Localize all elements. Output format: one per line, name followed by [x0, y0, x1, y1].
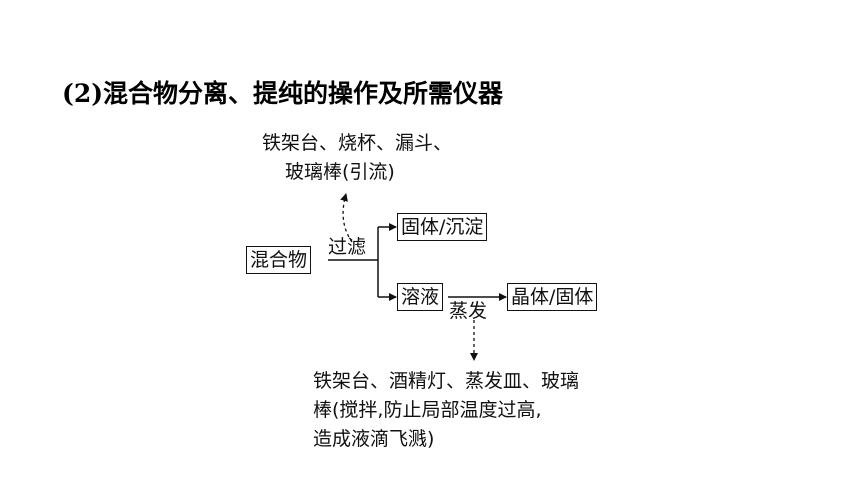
filtration-instruments-line1: 铁架台、烧杯、漏斗、 [262, 132, 453, 154]
evaporation-instruments-line3: 造成液滴飞溅) [313, 428, 435, 450]
node-solid-precipitate: 固体/沉淀 [397, 213, 488, 241]
operation-filtration-label: 过滤 [328, 236, 367, 258]
evaporation-instruments-line1: 铁架台、酒精灯、蒸发皿、玻璃 [313, 370, 580, 392]
evaporation-instruments-line2: 棒(搅拌,防止局部温度过高, [313, 399, 542, 421]
node-solution: 溶液 [397, 283, 444, 311]
section-heading: (2)混合物分离、提纯的操作及所需仪器 [62, 79, 504, 108]
filtration-instruments-line2: 玻璃棒(引流) [285, 161, 395, 183]
node-crystal-solid: 晶体/固体 [507, 283, 598, 311]
operation-evaporation-label: 蒸发 [449, 300, 488, 322]
node-mixture: 混合物 [246, 246, 312, 274]
